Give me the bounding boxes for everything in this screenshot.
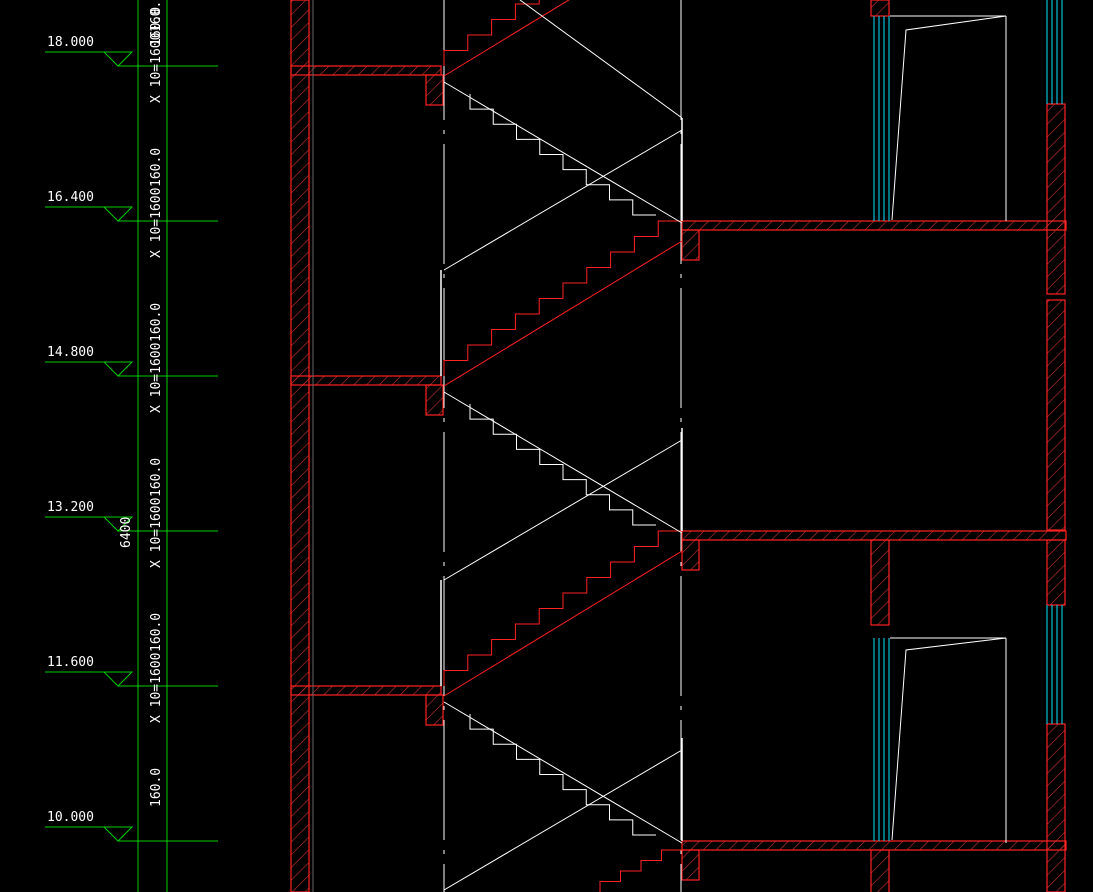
floor-beam bbox=[681, 229, 700, 261]
stair-slab-underside bbox=[443, 0, 570, 77]
level-triangle bbox=[102, 361, 134, 377]
level-marker: 16.400 bbox=[45, 190, 218, 222]
rising-stair-flight bbox=[443, 220, 682, 376]
right-wall bbox=[1046, 539, 1066, 606]
right-wall bbox=[1046, 299, 1066, 531]
segment-riser-label: 160.0 bbox=[149, 458, 164, 497]
rising-stair-flight bbox=[443, 0, 540, 66]
segment-count-label: X 10=1600 bbox=[149, 188, 164, 258]
segment-riser-label: 160.0 bbox=[149, 148, 164, 187]
landing-beam bbox=[425, 694, 444, 726]
dimension-segment: X 10=1600 160.0 bbox=[149, 343, 164, 497]
right-wall bbox=[1046, 103, 1066, 295]
descending-stair-flight bbox=[469, 404, 656, 526]
dimension-segment: X 10=1600 160.0 bbox=[149, 33, 164, 187]
rising-stair-flight bbox=[599, 849, 682, 892]
landing-slab bbox=[290, 685, 442, 696]
level-markers: 18.000 16.400 14.800 13.200 11.600 10.000 bbox=[45, 35, 218, 842]
stair-flights bbox=[440, 0, 683, 892]
stair-cross-line bbox=[443, 439, 683, 581]
stair-slab-underside bbox=[443, 550, 683, 697]
level-label: 11.600 bbox=[47, 655, 94, 670]
landing-beam bbox=[425, 74, 444, 106]
segment-count-label: X 10=1600 bbox=[149, 343, 164, 413]
dimension-segment: X 10=1600 160.0 bbox=[149, 188, 164, 342]
segment-riser-label: 160.0 bbox=[149, 613, 164, 652]
left-wall bbox=[290, 0, 310, 892]
window-frame-line bbox=[891, 15, 1007, 221]
dimension-segment: X 10=1600 160.0 bbox=[149, 498, 164, 652]
stair-cross-line bbox=[443, 129, 683, 271]
floor-slab bbox=[681, 530, 1067, 541]
overall-dimension-label: 6400 bbox=[119, 517, 134, 548]
segment-riser-label: 160.0 bbox=[149, 303, 164, 342]
landing-slab bbox=[290, 375, 442, 386]
level-marker: 14.800 bbox=[45, 345, 218, 377]
stair-cross-line bbox=[519, 0, 683, 119]
stair-cross-line bbox=[443, 749, 683, 891]
descending-stair-flight bbox=[469, 94, 656, 216]
segment-count-label: X 10=1600 bbox=[149, 498, 164, 568]
window-frame-line bbox=[891, 637, 1007, 841]
segment-count-label: X 10=1600 bbox=[149, 653, 164, 723]
level-marker: 11.600 bbox=[45, 655, 218, 687]
stair-slab-underside bbox=[443, 240, 683, 387]
level-triangle bbox=[102, 51, 134, 67]
level-marker: 10.000 bbox=[45, 810, 218, 842]
level-triangle bbox=[102, 671, 134, 687]
level-marker: 13.200 bbox=[45, 500, 218, 532]
level-label: 10.000 bbox=[47, 810, 94, 825]
level-triangle bbox=[102, 206, 134, 222]
inner-beam bbox=[870, 0, 890, 17]
level-label: 18.000 bbox=[47, 35, 94, 50]
floor-beam bbox=[681, 539, 700, 571]
stair-diagonal bbox=[443, 701, 683, 844]
rising-stair-flight bbox=[443, 530, 682, 686]
level-triangle bbox=[102, 516, 134, 532]
floor-beam bbox=[681, 849, 700, 881]
segment-count-label: X 10=1600 bbox=[149, 33, 164, 103]
level-label: 14.800 bbox=[47, 345, 94, 360]
level-marker: 18.000 bbox=[45, 35, 218, 67]
building-structure bbox=[290, 0, 1067, 892]
level-label: 16.400 bbox=[47, 190, 94, 205]
stair-diagonal bbox=[443, 81, 683, 224]
segment-riser-label: 160.0 bbox=[149, 0, 164, 32]
inner-beam bbox=[870, 849, 890, 892]
dimension-segment: 160.0 bbox=[149, 7, 164, 46]
landing-beam bbox=[425, 384, 444, 416]
floor-slab bbox=[681, 840, 1067, 851]
inner-beam bbox=[870, 539, 890, 626]
dimension-segment: X 10=1600 160.0 bbox=[149, 653, 164, 807]
level-triangle bbox=[102, 826, 134, 842]
segment-riser-label: 160.0 bbox=[149, 768, 164, 807]
descending-stair-flight bbox=[469, 714, 656, 836]
floor-slab bbox=[681, 220, 1067, 231]
level-label: 13.200 bbox=[47, 500, 94, 515]
windows bbox=[873, 0, 1063, 843]
landing-slab bbox=[290, 65, 442, 76]
stair-diagonal bbox=[443, 391, 683, 534]
segment-riser-label: 160.0 bbox=[149, 7, 164, 46]
right-wall bbox=[1046, 723, 1066, 892]
